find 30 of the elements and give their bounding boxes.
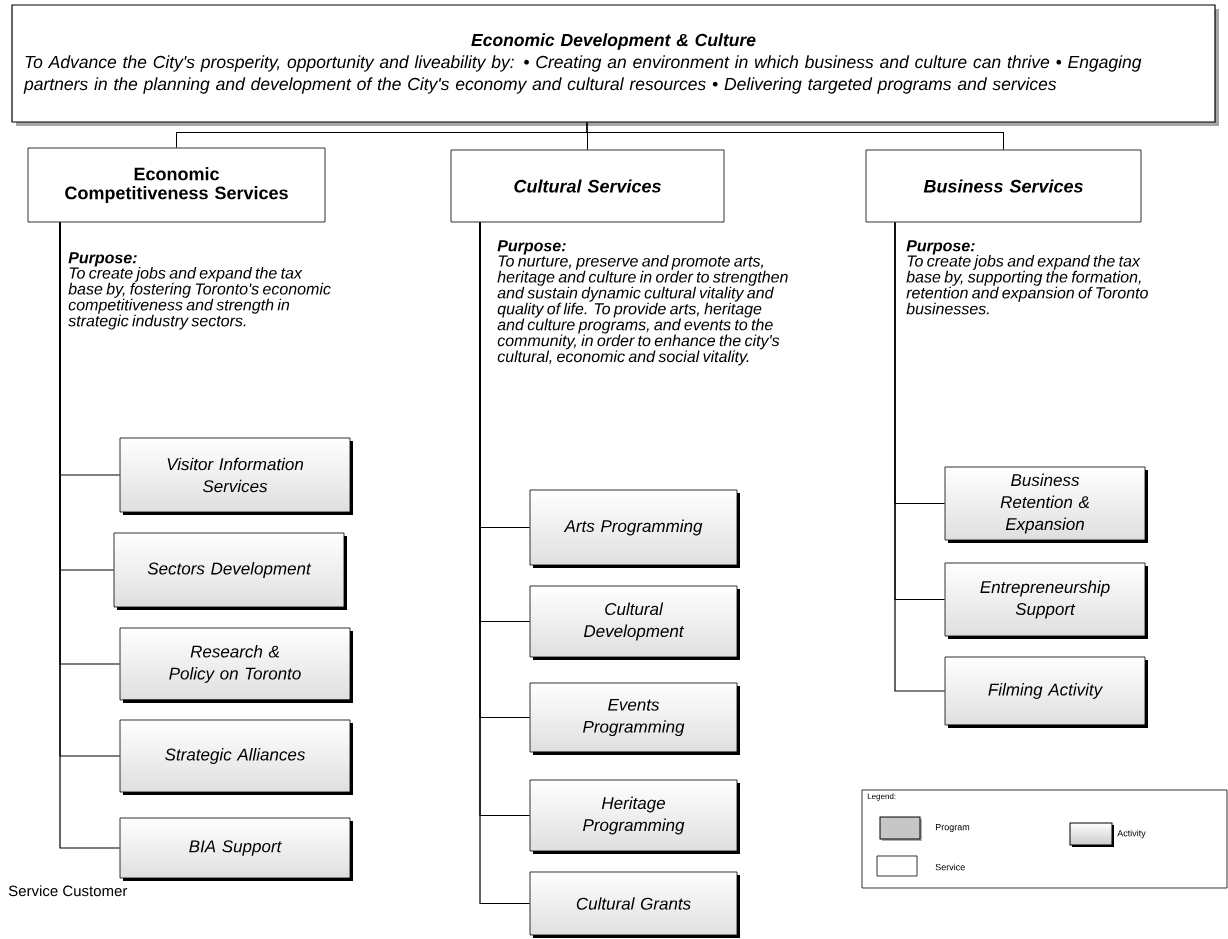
- purpose-text: To create jobs and expand the tax base by, fostering Toronto's economic competitiveness and strength in strategic industry sectors.: [68, 266, 331, 330]
- activity-box: Research & Policy on Toronto: [119, 627, 353, 703]
- activity-box: Business Retention & Expansion: [944, 466, 1148, 543]
- activity-box: Heritage Programming: [529, 779, 740, 854]
- activity-box: Visitor Information Services: [119, 437, 353, 515]
- service-box: Economic Competitiveness Services: [27, 147, 326, 223]
- service-box: Cultural Services: [450, 149, 725, 223]
- legend-label: Program: [935, 823, 970, 832]
- connector-line: [894, 221, 946, 692]
- purpose-heading: Purpose:: [68, 252, 137, 267]
- activity-box: Strategic Alliances: [119, 719, 353, 795]
- note-text: Service Customer: [8, 885, 128, 897]
- legend-heading: Legend:: [867, 793, 896, 801]
- activity-box: Sectors Development: [113, 532, 347, 610]
- activity-box: BIA Support: [119, 817, 353, 881]
- program-box: Economic Development & Culture To Advance the City's prosperity, opportunity and liveability by: • Creating an environment in which business and culture can thrive • Engaging partners in the planning and development of the City's economy and cultural resources • Delivering targeted programs and services: [11, 4, 1219, 126]
- activity-box: Cultural Development: [529, 585, 740, 660]
- activity-box: Cultural Grants: [529, 871, 740, 938]
- purpose-heading: Purpose:: [906, 240, 975, 255]
- purpose-text: To nurture, preserve and promote arts, heritage and culture in order to strengthen and sustain dynamic cultural vitality and quality of life. To provide arts, heritage and culture programs, and events to the community, in order to enhance the city's cultural, economic and social vitality.: [497, 254, 788, 366]
- activity-box: Events Programming: [529, 682, 740, 755]
- purpose-heading: Purpose:: [497, 240, 566, 255]
- activity-box: Entrepreneurship Support: [944, 562, 1148, 639]
- legend-label: Activity: [1117, 829, 1146, 839]
- activity-box: Filming Activity: [944, 656, 1148, 728]
- legend-label: Service: [935, 863, 965, 871]
- service-box: Business Services: [865, 149, 1142, 223]
- connector-line: [586, 122, 1004, 151]
- activity-box: Arts Programming: [529, 489, 740, 568]
- purpose-text: To create jobs and expand the tax base by, supporting the formation, retention and expansion of Toronto businesses.: [906, 254, 1148, 315]
